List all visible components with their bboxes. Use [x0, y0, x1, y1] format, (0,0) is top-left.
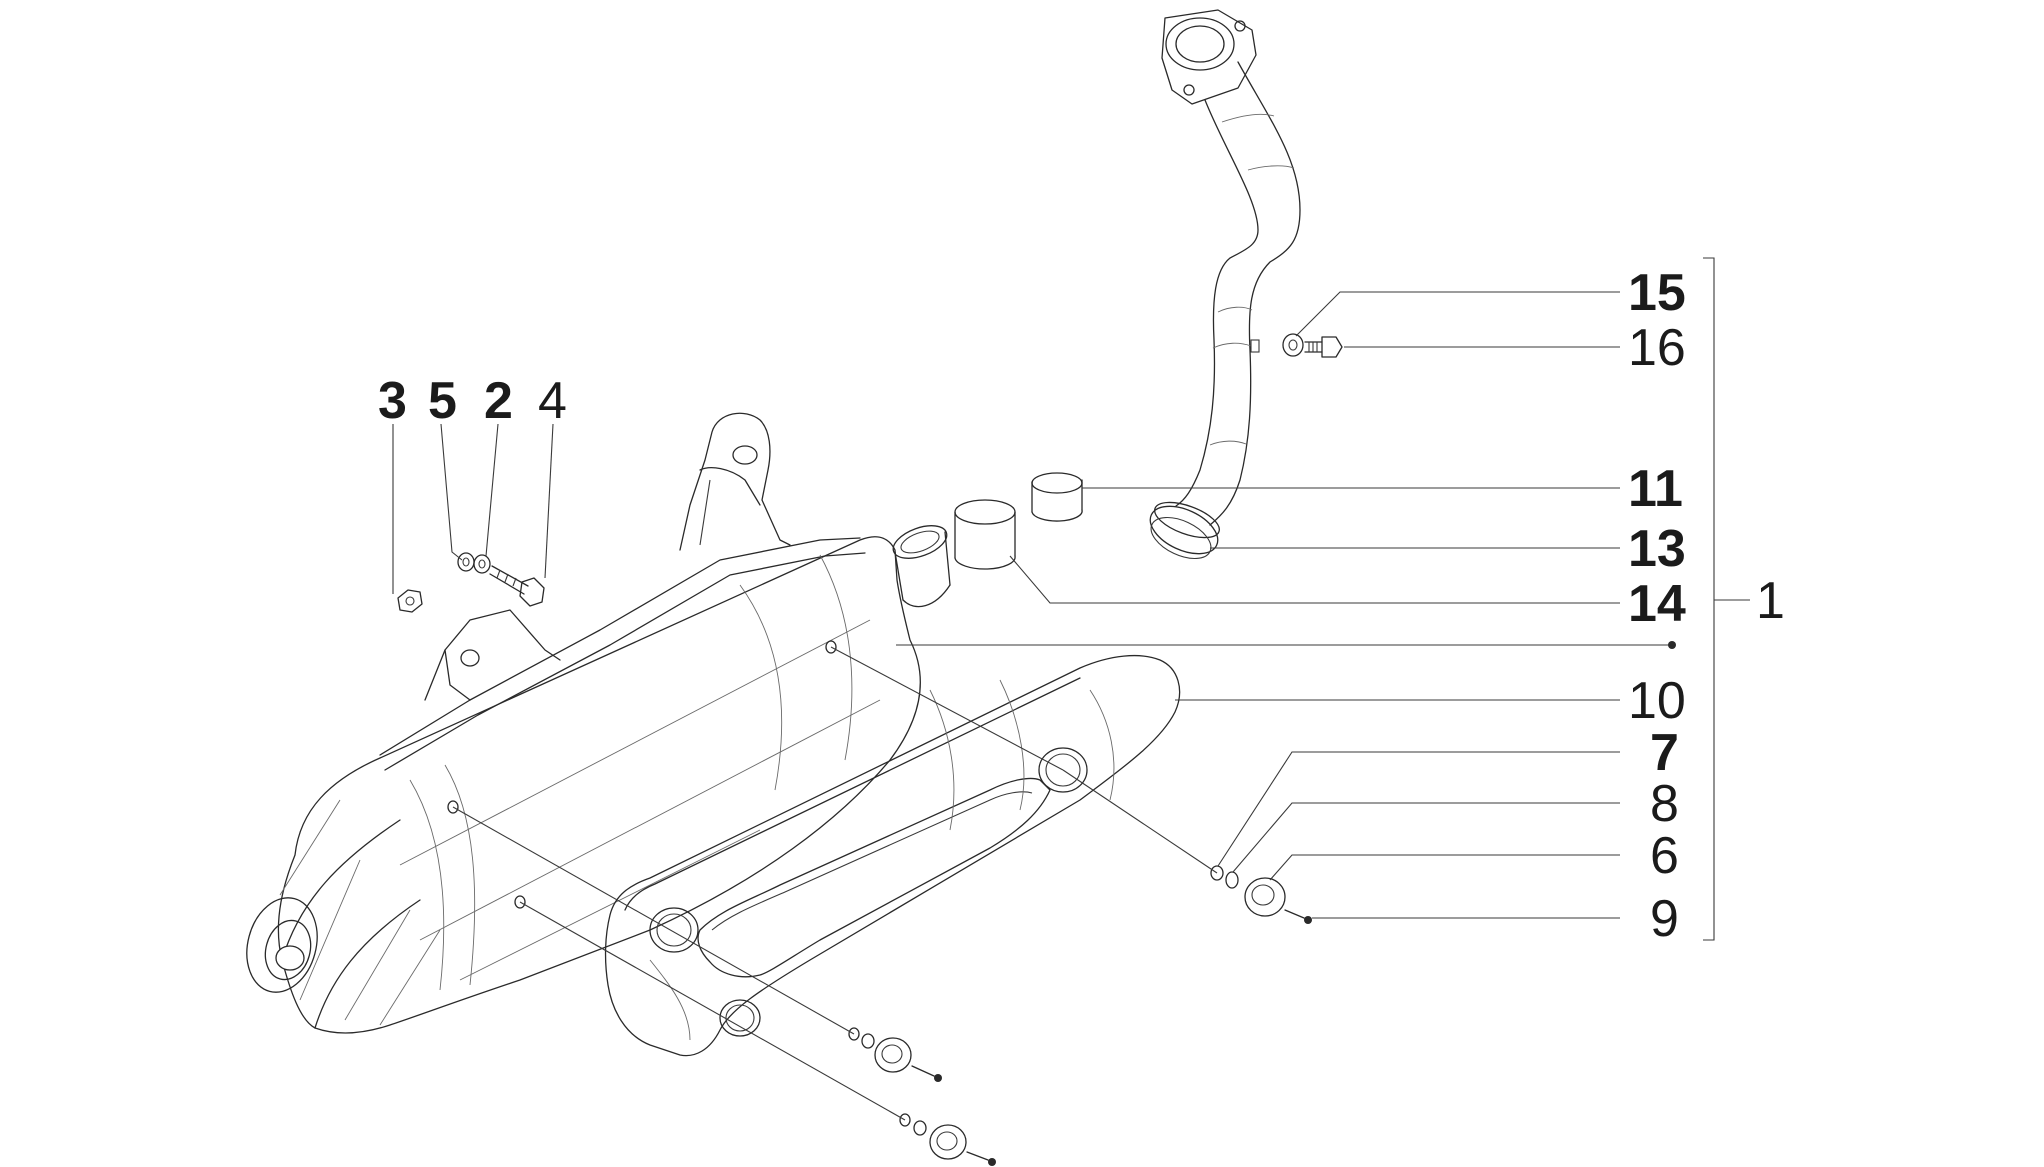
callout-14: 14	[1628, 575, 1686, 633]
bolt-16	[1304, 336, 1343, 358]
callout-9: 9	[1650, 890, 1679, 948]
leader-lines	[392, 257, 1750, 1121]
heat-shield	[604, 654, 1181, 1057]
lower-hardware-b	[899, 1113, 996, 1166]
callout-13: 13	[1628, 520, 1686, 578]
bolt-4	[489, 565, 545, 607]
washer-7	[1210, 865, 1224, 881]
gasket-ring-14	[954, 499, 1016, 570]
callout-8: 8	[1650, 775, 1679, 833]
callout-3: 3	[378, 372, 407, 430]
callout-16: 16	[1628, 319, 1686, 377]
washer-15	[1282, 333, 1304, 357]
grommet-6	[1244, 877, 1286, 917]
callout-4: 4	[538, 372, 567, 430]
header-pipe	[1149, 9, 1301, 560]
callout-2: 2	[484, 372, 513, 430]
silencer-body	[246, 412, 951, 1034]
washer-5	[457, 552, 475, 572]
washer-2	[473, 554, 491, 574]
callout-labels: 15 16 11 13 14 1 10 7 8 6 9 3 5 2 4	[378, 264, 1785, 948]
callout-11: 11	[1628, 460, 1683, 518]
screw-9	[1284, 909, 1312, 924]
callout-1: 1	[1756, 572, 1785, 630]
callout-7: 7	[1650, 724, 1679, 782]
callout-15: 15	[1628, 264, 1686, 322]
nut-3	[397, 589, 423, 613]
callout-10: 10	[1628, 672, 1686, 730]
gasket-ring-11	[1031, 472, 1083, 522]
spacer-8	[1225, 871, 1239, 889]
callout-5: 5	[428, 372, 457, 430]
lower-hardware-a	[848, 1027, 942, 1082]
callout-6: 6	[1650, 827, 1679, 885]
